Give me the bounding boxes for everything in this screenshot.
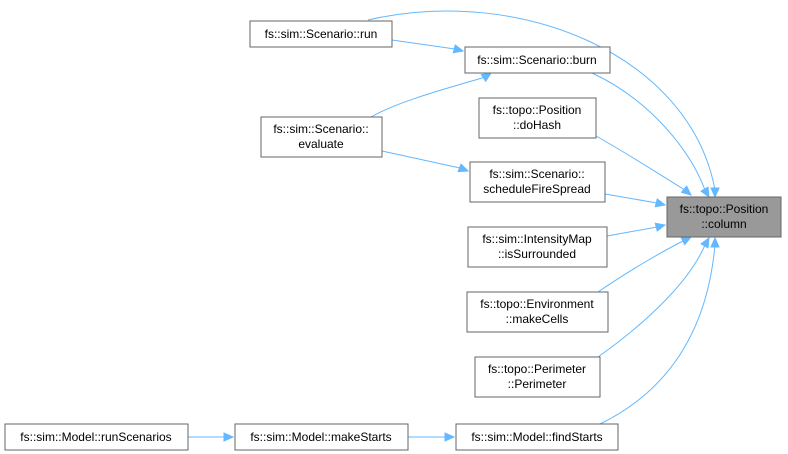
edge-arrowhead-findStarts-to-column (710, 236, 720, 248)
edge-line-run-to-column (367, 10, 716, 191)
node-scheduleFireSpread-line-2: scheduleFireSpread (483, 182, 590, 196)
node-makeCells[interactable]: fs::topo::Environment ::makeCells (466, 291, 609, 333)
edge-arrowhead-evaluate-to-burn (480, 72, 493, 83)
edge-evaluate-to-scheduleFireSpread (381, 150, 470, 173)
edge-arrowhead-evaluate-to-scheduleFireSpread (457, 163, 470, 173)
node-run-line-1: fs::sim::Scenario::run (265, 27, 378, 41)
node-evaluate-line-1: fs::sim::Scenario:: (273, 122, 368, 136)
node-burn-line-1: fs::sim::Scenario::burn (477, 53, 596, 67)
node-burn[interactable]: fs::sim::Scenario::burn (464, 46, 611, 74)
node-doHash-line-1: fs::topo::Position (493, 103, 582, 117)
edge-isSurrounded-to-column (606, 222, 667, 237)
edge-line-scheduleFireSpread-to-column (604, 193, 658, 204)
edge-findStarts-to-column (599, 236, 720, 425)
node-column-line-2: ::column (701, 217, 746, 231)
edge-scheduleFireSpread-to-column (604, 193, 667, 208)
edge-arrowhead-run-to-column (710, 187, 720, 199)
node-perimeter-line-2: ::Perimeter (508, 377, 567, 391)
node-doHash[interactable]: fs::topo::Position ::doHash (478, 97, 597, 139)
edge-line-isSurrounded-to-column (606, 226, 658, 237)
edge-arrowhead-runScenarios-to-makeStarts (223, 432, 235, 442)
edge-run-to-column (367, 10, 720, 199)
node-makeStarts[interactable]: fs::sim::Model::makeStarts (234, 423, 409, 451)
edge-line-perimeter-to-column (597, 244, 706, 358)
node-runScenarios[interactable]: fs::sim::Model::runScenarios (4, 423, 189, 451)
node-isSurrounded-line-2: ::isSurrounded (498, 247, 576, 261)
node-isSurrounded-line-1: fs::sim::IntensityMap (482, 232, 592, 246)
edge-line-run-to-burn (391, 39, 456, 50)
edge-perimeter-to-column (597, 236, 710, 358)
edge-line-doHash-to-column (595, 135, 686, 191)
edge-arrowhead-burn-to-column (700, 186, 710, 199)
node-perimeter-line-1: fs::topo::Perimeter (488, 362, 586, 376)
edge-evaluate-to-burn (370, 72, 493, 118)
edge-line-findStarts-to-column (599, 244, 716, 425)
edge-makeCells-to-column (597, 236, 693, 293)
edge-line-evaluate-to-scheduleFireSpread (381, 150, 461, 169)
edge-doHash-to-column (595, 135, 692, 196)
node-makeCells-line-2: ::makeCells (506, 312, 569, 326)
edge-line-evaluate-to-burn (370, 76, 486, 118)
node-doHash-line-2: ::doHash (513, 118, 561, 132)
node-column-line-1: fs::topo::Position (680, 202, 769, 216)
edge-makeStarts-to-findStarts (408, 432, 456, 442)
edge-burn-to-column (591, 72, 710, 199)
edge-line-makeCells-to-column (597, 239, 686, 293)
node-runScenarios-line-1: fs::sim::Model::runScenarios (20, 430, 171, 444)
edge-arrowhead-perimeter-to-column (700, 236, 710, 249)
node-column[interactable]: fs::topo::Position ::column (666, 196, 782, 238)
node-run[interactable]: fs::sim::Scenario::run (249, 20, 393, 48)
node-findStarts-line-1: fs::sim::Model::findStarts (471, 430, 602, 444)
node-scheduleFireSpread[interactable]: fs::sim::Scenario:: scheduleFireSpread (469, 161, 606, 203)
edge-arrowhead-scheduleFireSpread-to-column (654, 198, 667, 208)
node-perimeter[interactable]: fs::topo::Perimeter ::Perimeter (474, 356, 601, 398)
edge-arrowhead-isSurrounded-to-column (654, 222, 667, 232)
edge-run-to-burn (391, 39, 465, 54)
node-scheduleFireSpread-line-1: fs::sim::Scenario:: (489, 167, 584, 181)
node-evaluate[interactable]: fs::sim::Scenario:: evaluate (260, 116, 383, 158)
edge-arrowhead-run-to-burn (452, 44, 465, 54)
node-findStarts[interactable]: fs::sim::Model::findStarts (455, 423, 619, 451)
edge-runScenarios-to-makeStarts (188, 432, 235, 442)
node-makeCells-line-1: fs::topo::Environment (480, 297, 594, 311)
node-evaluate-line-2: evaluate (298, 137, 344, 151)
edges-layer (188, 10, 720, 442)
edge-arrowhead-doHash-to-column (680, 185, 692, 196)
edge-line-burn-to-column (591, 72, 706, 191)
node-isSurrounded[interactable]: fs::sim::IntensityMap ::isSurrounded (467, 226, 608, 268)
node-makeStarts-line-1: fs::sim::Model::makeStarts (250, 430, 391, 444)
edge-arrowhead-makeCells-to-column (680, 236, 693, 246)
edge-arrowhead-makeStarts-to-findStarts (444, 432, 456, 442)
